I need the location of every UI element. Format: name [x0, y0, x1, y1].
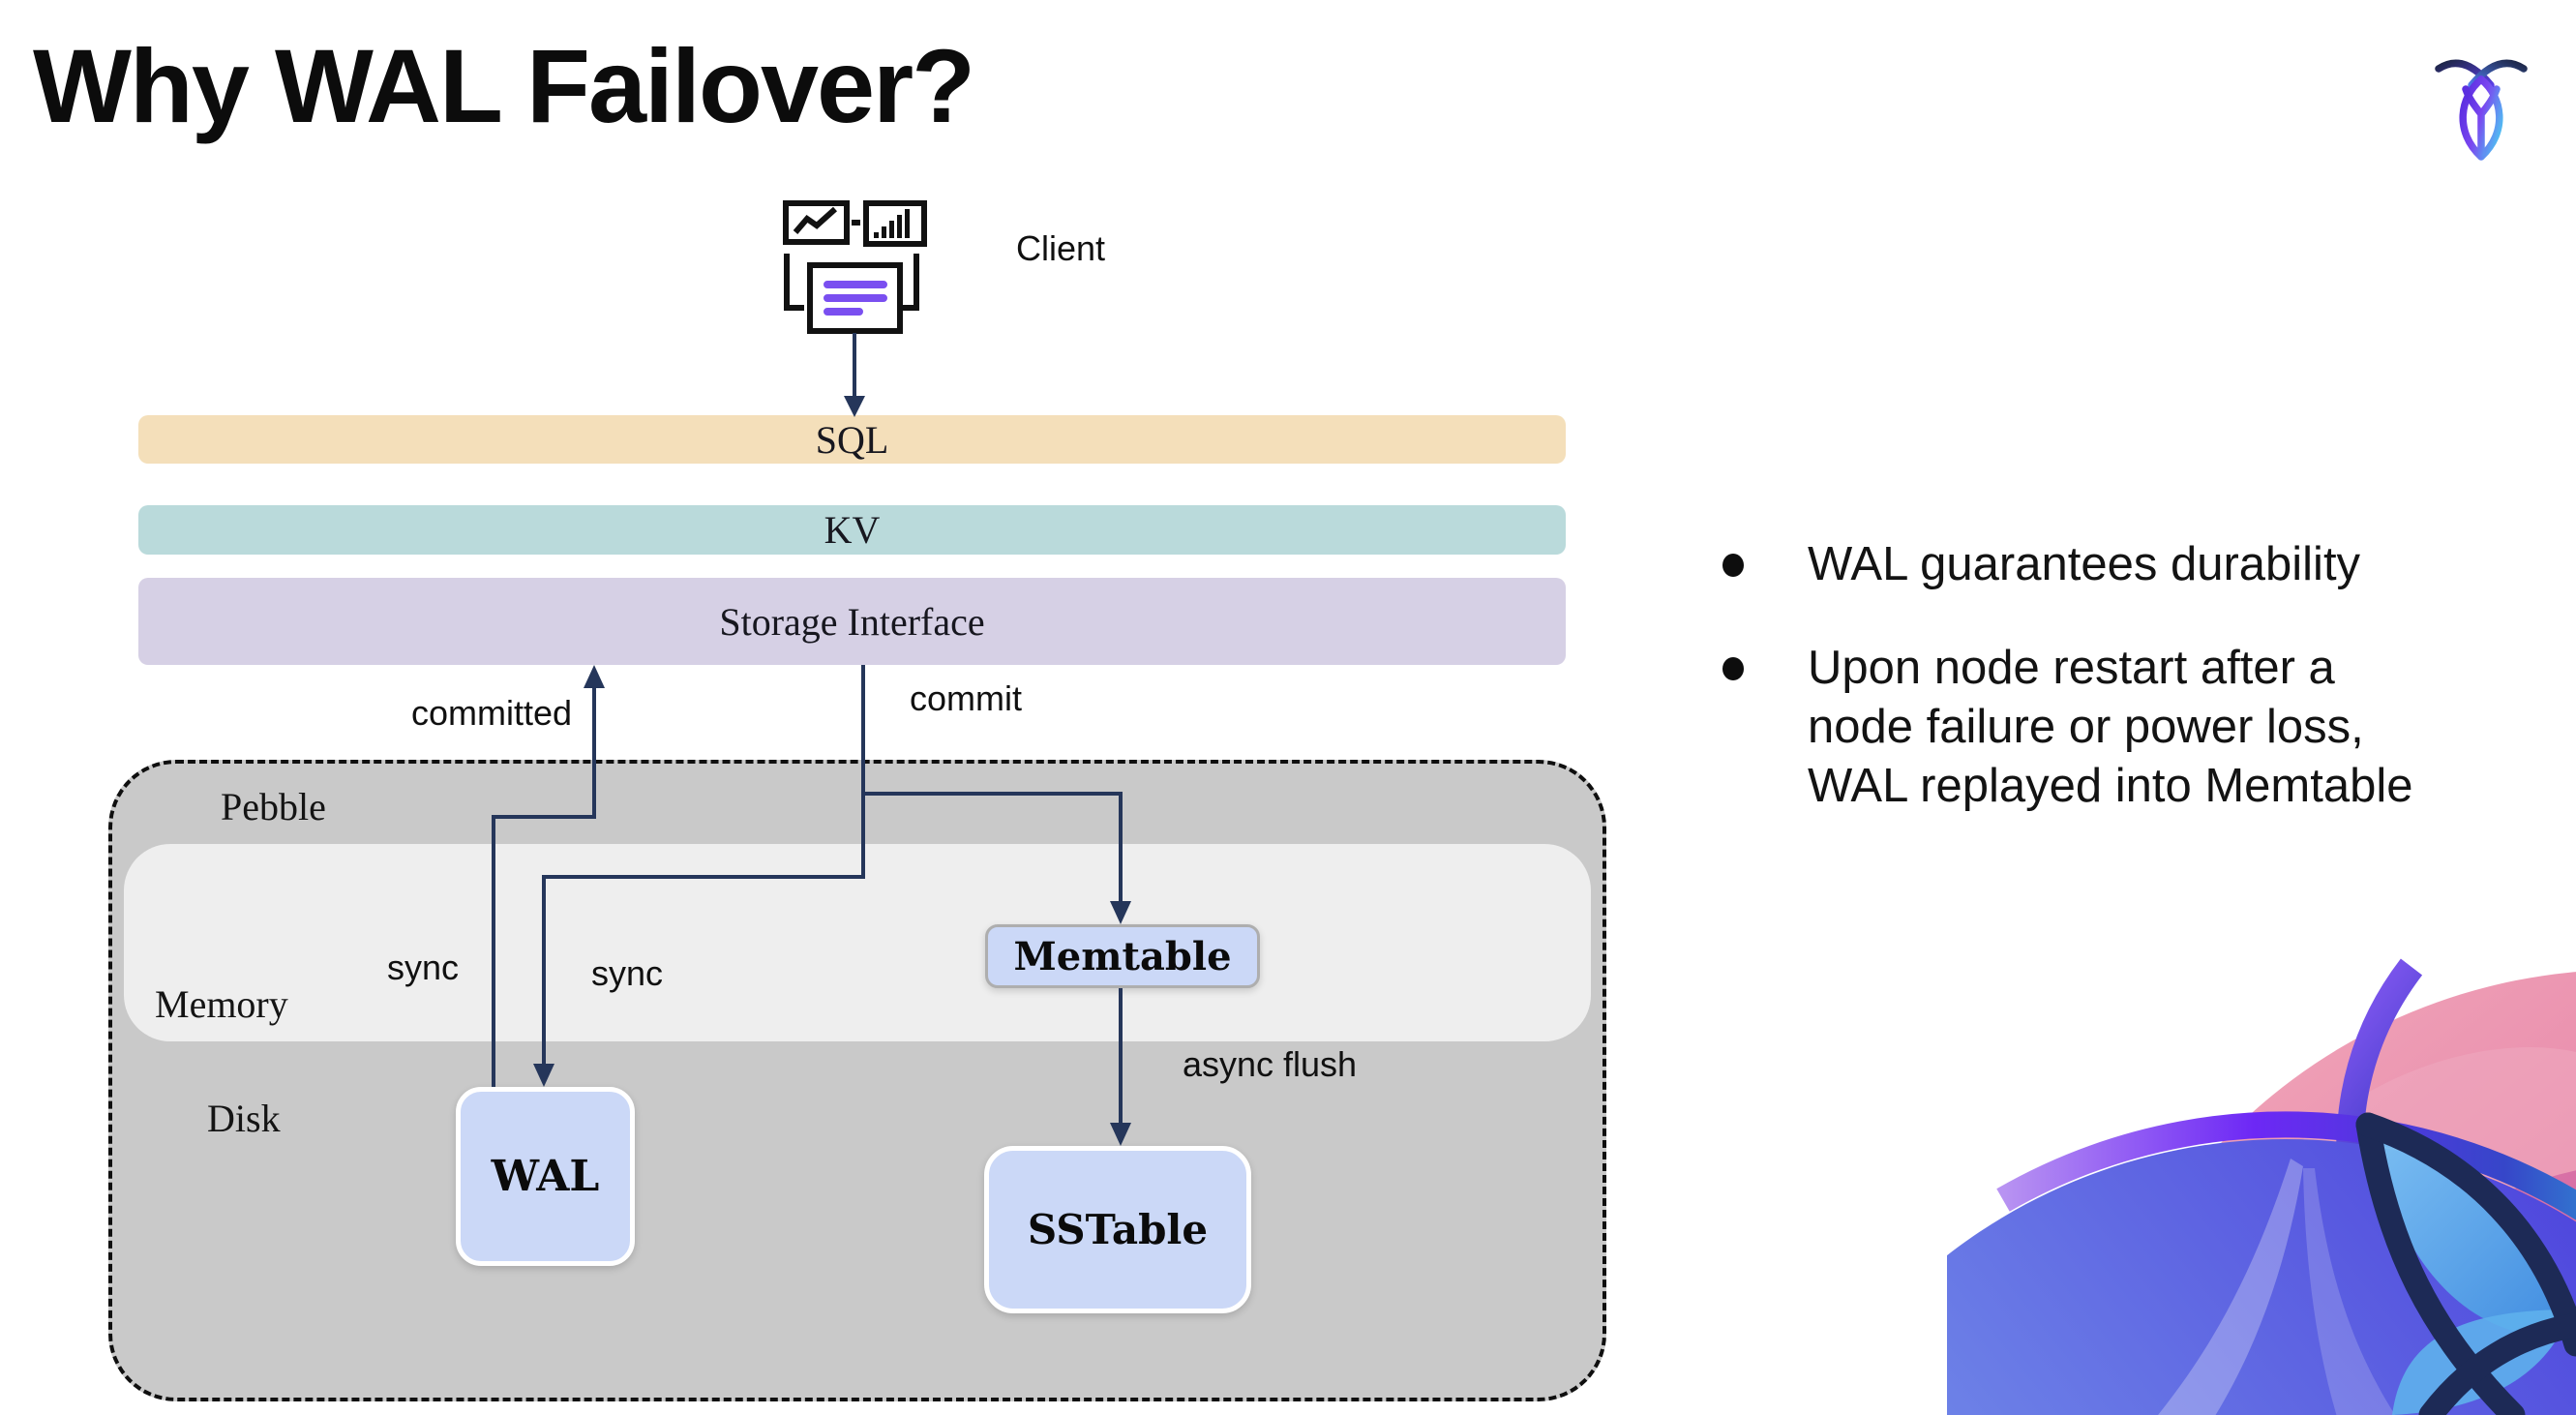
client-workstation-icon [783, 200, 927, 334]
cockroachdb-brand-flourish [1947, 958, 2576, 1415]
arrowhead-into-sql [844, 396, 865, 417]
memory-label: Memory [155, 982, 288, 1026]
sync-edge-label-2: sync [590, 953, 664, 993]
layer-label-sql: SQL [815, 417, 889, 462]
disk-label: Disk [207, 1097, 281, 1140]
committed-edge-label: committed [410, 693, 573, 733]
bracket-left-icon [784, 254, 804, 311]
sstable-node: SSTable [984, 1146, 1251, 1313]
layer-bar-sql: SQL [138, 415, 1566, 464]
dash-glyph [852, 220, 860, 226]
client-label: Client [1015, 228, 1106, 268]
async-flush-edge-label: async flush [1182, 1044, 1358, 1084]
arrowhead-into-storage-interface [584, 665, 605, 688]
memtable-node-label: Memtable [1013, 933, 1232, 979]
bullet-line: WAL guarantees durability [1808, 538, 2361, 590]
bullet-line: Upon node restart after a [1808, 642, 2335, 694]
layer-label-storage-interface: Storage Interface [719, 599, 985, 644]
bullet-dot-icon [1722, 554, 1744, 577]
bullet-item: Upon node restart after a node failure o… [1699, 639, 2551, 816]
bullet-line: WAL replayed into Memtable [1808, 760, 2413, 812]
page-title: Why WAL Failover? [33, 27, 975, 144]
sstable-node-label: SSTable [1027, 1206, 1209, 1253]
bracket-right-icon [899, 254, 919, 311]
memory-region [124, 844, 1591, 1041]
commit-edge-label: commit [910, 678, 1022, 718]
bullet-line: node failure or power loss, [1808, 701, 2364, 753]
layer-bar-kv: KV [138, 505, 1566, 555]
bullet-dot-icon [1722, 657, 1744, 680]
pebble-label: Pebble [221, 785, 326, 828]
wal-node-label: WAL [491, 1152, 600, 1201]
memtable-node: Memtable [985, 924, 1260, 988]
wal-node: WAL [456, 1087, 635, 1266]
layer-label-kv: KV [824, 508, 881, 552]
line-chart-icon [783, 200, 850, 245]
sync-edge-label-1: sync [386, 948, 460, 987]
layer-bar-storage-interface: Storage Interface [138, 578, 1566, 665]
bullet-item: WAL guarantees durability [1699, 535, 2551, 594]
cockroachdb-logo-icon [2435, 59, 2528, 161]
